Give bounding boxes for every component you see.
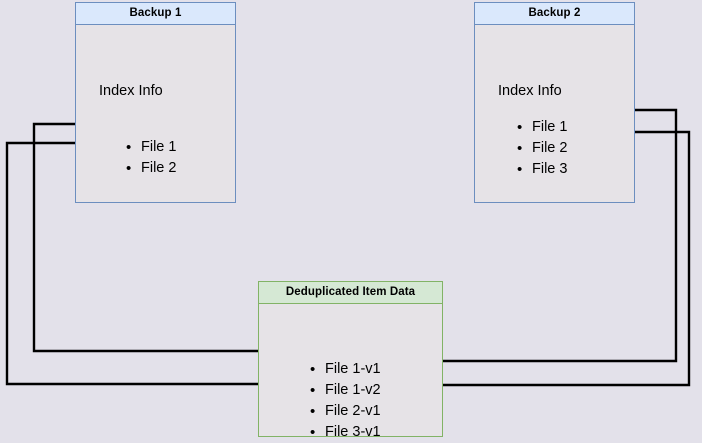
node-backup-2[interactable]: Backup 2 Index Info File 1 File 2 File 3: [474, 2, 635, 203]
backup-2-file-list: File 1 File 2 File 3: [517, 117, 567, 180]
node-deduplicated-item-data[interactable]: Deduplicated Item Data File 1-v1 File 1-…: [258, 281, 443, 443]
node-backup-1-title: Backup 1: [76, 3, 235, 25]
list-item: File 2: [517, 138, 567, 159]
backup-1-index-label: Index Info: [99, 83, 163, 99]
list-item: File 2-v1: [310, 401, 381, 422]
list-item: File 1-v1: [310, 359, 381, 380]
node-deduplicated-item-data-body: File 1-v1 File 1-v2 File 2-v1 File 3-v1: [259, 304, 442, 443]
node-backup-2-title: Backup 2: [475, 3, 634, 25]
node-deduplicated-item-data-title: Deduplicated Item Data: [259, 282, 442, 304]
node-backup-2-body: Index Info File 1 File 2 File 3: [475, 25, 634, 202]
node-backup-1-body: Index Info File 1 File 2: [76, 25, 235, 202]
list-item: File 2: [126, 158, 176, 179]
list-item: File 1-v2: [310, 380, 381, 401]
dedup-file-list: File 1-v1 File 1-v2 File 2-v1 File 3-v1: [310, 359, 381, 443]
list-item: File 3-v1: [310, 422, 381, 443]
list-item: File 1: [126, 137, 176, 158]
node-backup-1[interactable]: Backup 1 Index Info File 1 File 2: [75, 2, 236, 203]
backup-1-file-list: File 1 File 2: [126, 137, 176, 179]
list-item: File 3: [517, 159, 567, 180]
backup-2-index-label: Index Info: [498, 83, 562, 99]
list-item: File 1: [517, 117, 567, 138]
